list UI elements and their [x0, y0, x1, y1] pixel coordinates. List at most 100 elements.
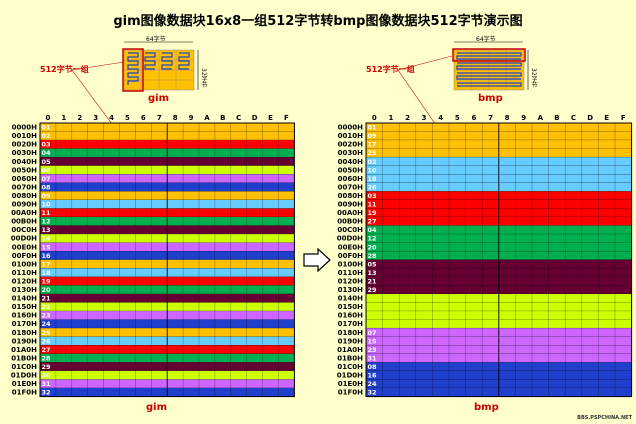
gim-row-address: 00F0H [12, 252, 37, 260]
gim-block-number: 21 [42, 295, 52, 303]
bmp-col-header: B [554, 114, 559, 122]
bmp-block-number: 18 [368, 175, 378, 183]
gim-col-header: 1 [61, 114, 66, 122]
bmp-row-address: 01B0H [337, 354, 363, 362]
gim-col-header: 9 [189, 114, 194, 122]
bmp-block-number: 09 [368, 132, 378, 140]
bmp-col-header: 7 [488, 114, 493, 122]
bmp-bottom-label: bmp [474, 402, 499, 413]
bmp-row-address: 0050H [338, 166, 363, 174]
gim-block-number: 14 [42, 235, 52, 243]
bmp-block-number: 31 [368, 354, 378, 362]
bmp-row-address: 0110H [338, 269, 363, 277]
gim-block-number: 29 [42, 363, 52, 371]
bmp-col-header: A [538, 114, 544, 122]
gim-block-number: 01 [42, 124, 52, 132]
bmp-row-address: 0060H [338, 175, 363, 183]
bmp-block-number: 12 [368, 235, 377, 243]
gim-block-number: 27 [42, 346, 51, 354]
bmp-row-address: 00B0H [337, 218, 363, 226]
bmp-row-address: 0120H [338, 277, 363, 285]
bmp-row-address: 01F0H [338, 389, 363, 397]
gim-block-number: 30 [42, 372, 52, 380]
gim-row-address: 0120H [12, 277, 37, 285]
gim-block-number: 12 [42, 218, 51, 226]
bmp-col-header: 5 [455, 114, 460, 122]
gim-block-number: 25 [42, 329, 52, 337]
gim-row-address: 0060H [12, 175, 37, 183]
bmp-row-address: 00C0H [337, 226, 363, 234]
gim-block-number: 10 [42, 201, 52, 209]
bmp-block-number: 23 [368, 346, 377, 354]
bmp-col-header: 2 [405, 114, 410, 122]
gim-col-header: D [252, 114, 258, 122]
bmp-row-address: 00F0H [338, 252, 363, 260]
bmp-col-header: 1 [388, 114, 393, 122]
bmp-row-address: 0180H [338, 329, 363, 337]
gim-col-header: 8 [173, 114, 178, 122]
gim-width-label: 64字节 [146, 36, 166, 43]
gim-block-number: 13 [42, 226, 51, 234]
bmp-col-header: E [604, 114, 609, 122]
gim-thumbnail [122, 41, 199, 92]
gim-row-address: 01D0H [11, 372, 37, 380]
gim-row-address: 00B0H [11, 218, 37, 226]
gim-col-header: 6 [141, 114, 146, 122]
gim-block-number: 07 [42, 175, 51, 183]
bmp-row-address: 01A0H [337, 346, 363, 354]
bmp-col-header: 0 [372, 114, 377, 122]
gim-col-header: F [284, 114, 289, 122]
bmp-block-number: 08 [368, 363, 378, 371]
bmp-row-address: 0140H [338, 295, 363, 303]
gim-block-number: 05 [42, 158, 52, 166]
bmp-block-number: 17 [368, 141, 377, 149]
bmp-block-number: 29 [368, 286, 378, 294]
bmp-col-header: D [587, 114, 593, 122]
gim-row-address: 0180H [12, 329, 37, 337]
gim-row-address: 0050H [12, 166, 37, 174]
bmp-block-number: 26 [368, 183, 378, 191]
gim-row-address: 0080H [12, 192, 37, 200]
gim-block-number: 11 [42, 209, 52, 217]
gim-col-header: 4 [109, 114, 114, 122]
gim-row-address: 01E0H [12, 380, 37, 388]
bmp-row-address: 0020H [338, 141, 363, 149]
bmp-block-number: 01 [368, 124, 378, 132]
gim-col-header: 0 [46, 114, 51, 122]
gim-row-address: 0040H [12, 158, 37, 166]
bmp-row-address: 0010H [338, 132, 363, 140]
bmp-row-address: 01C0H [337, 363, 363, 371]
gim-row-address: 0130H [12, 286, 37, 294]
gim-row-address: 0170H [12, 320, 37, 328]
bmp-col-header: 4 [438, 114, 443, 122]
gim-row-address: 0160H [12, 312, 37, 320]
bmp-col-header: 9 [521, 114, 526, 122]
gim-row-address: 0010H [12, 132, 37, 140]
bmp-block-number: 03 [368, 192, 377, 200]
gim-row-address: 0000H [12, 124, 37, 132]
gim-block-number: 22 [42, 303, 51, 311]
gim-row-address: 00E0H [12, 243, 37, 251]
bmp-col-header: C [571, 114, 576, 122]
gim-block-number: 06 [42, 166, 52, 174]
bmp-callout-line [397, 55, 453, 129]
bmp-col-header: 3 [422, 114, 427, 122]
gim-row-address: 00C0H [11, 226, 37, 234]
gim-block-number: 16 [42, 252, 52, 260]
gim-col-header: 7 [157, 114, 162, 122]
gim-row-address: 0110H [12, 269, 37, 277]
gim-block-number: 03 [42, 141, 51, 149]
bmp-block-number: 04 [368, 226, 378, 234]
bmp-row-address: 0070H [338, 183, 363, 191]
gim-col-header: B [220, 114, 225, 122]
bmp-thumbnail [452, 41, 529, 91]
bmp-block-number: 11 [368, 201, 378, 209]
bmp-block-number: 32 [368, 389, 377, 397]
gim-col-header: 2 [77, 114, 82, 122]
right-arrow-icon [303, 247, 331, 273]
gim-block-number: 32 [42, 389, 51, 397]
gim-bottom-label: gim [146, 402, 168, 413]
bmp-height-label: 32字节 [530, 68, 537, 88]
